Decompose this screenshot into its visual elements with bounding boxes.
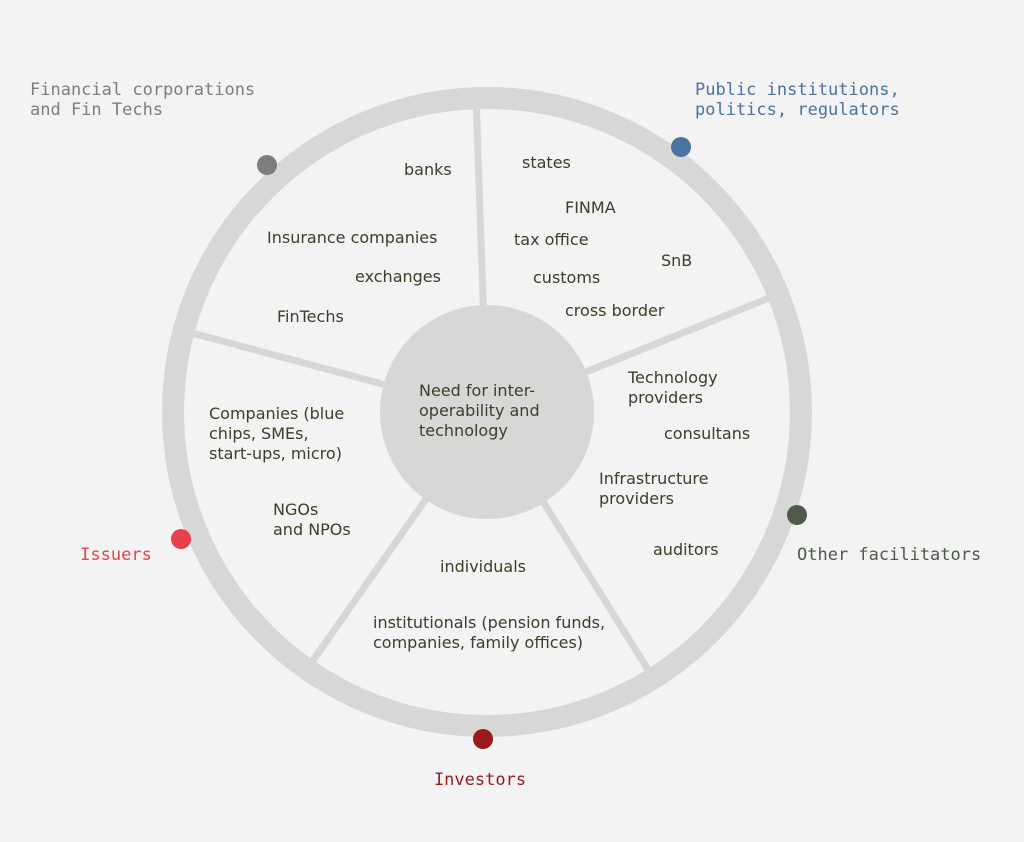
financial-item-2: Insurance companies bbox=[267, 228, 437, 247]
facilitators-marker-dot bbox=[787, 505, 807, 525]
public-item-1: states bbox=[522, 153, 571, 172]
issuers-group-label: Issuers bbox=[80, 545, 152, 565]
facilitators-item-2: consultans bbox=[664, 424, 750, 443]
divider-spoke-3 bbox=[538, 496, 657, 681]
investors-group-label: Investors bbox=[434, 770, 526, 790]
outer-ring bbox=[162, 87, 812, 737]
investors-marker-dot bbox=[473, 729, 493, 749]
issuers-marker-dot bbox=[171, 529, 191, 549]
divider-spoke-2 bbox=[580, 291, 780, 378]
public-item-2: FINMA bbox=[565, 198, 616, 217]
facilitators-item-4: auditors bbox=[653, 540, 719, 559]
public-item-5: customs bbox=[533, 268, 600, 287]
financial-item-4: FinTechs bbox=[277, 307, 344, 326]
public-item-3: tax office bbox=[514, 230, 589, 249]
divider-spoke-5 bbox=[182, 327, 390, 389]
public-group-label: Public institutions,politics, regulators bbox=[695, 80, 900, 120]
public-item-4: SnB bbox=[661, 251, 692, 270]
public-item-6: cross border bbox=[565, 301, 665, 320]
investors-item-1: individuals bbox=[440, 557, 526, 576]
divider-spoke-1 bbox=[472, 98, 487, 311]
investors-item-2: institutionals (pension funds,companies,… bbox=[373, 613, 605, 652]
financial-marker-dot bbox=[257, 155, 277, 175]
financial-item-1: banks bbox=[404, 160, 452, 179]
center-circle bbox=[380, 305, 594, 519]
public-marker-dot bbox=[671, 137, 691, 157]
facilitators-group-label: Other facilitators bbox=[797, 545, 981, 565]
divider-spoke-4 bbox=[304, 493, 432, 672]
financial-item-3: exchanges bbox=[355, 267, 441, 286]
